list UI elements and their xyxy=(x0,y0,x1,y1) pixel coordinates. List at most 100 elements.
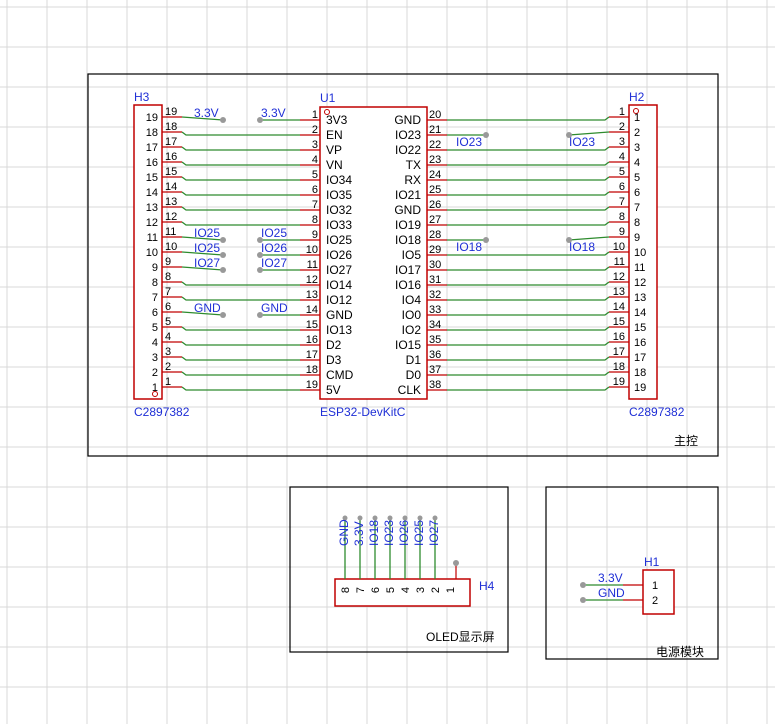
u1-pin-number: 25 xyxy=(429,184,441,196)
net-label: IO23 xyxy=(456,135,482,149)
u1-pin-name: D0 xyxy=(406,368,422,382)
net-label: IO27 xyxy=(427,520,441,546)
u1-pin-name: D2 xyxy=(326,338,342,352)
wire-u1-h2 xyxy=(447,281,610,286)
u1-pin-number: 6 xyxy=(312,184,318,196)
u1-pin-number: 10 xyxy=(306,244,318,256)
wire-h3-u1 xyxy=(181,341,300,346)
net-label: 3.3V xyxy=(194,106,219,120)
wire-u1-h2 xyxy=(447,161,610,166)
u1-body[interactable] xyxy=(319,106,428,400)
u1-pin-number: 26 xyxy=(429,199,441,211)
h1-ref: H1 xyxy=(644,555,660,569)
u1-pin-number: 15 xyxy=(306,319,318,331)
u1-pin-name: RX xyxy=(404,173,421,187)
net-junction-dot xyxy=(580,582,586,588)
wire-h3-u1 xyxy=(181,296,300,301)
u1-pin-number: 2 xyxy=(312,124,318,136)
wire-h3-u1 xyxy=(181,371,300,376)
h3-pin-number-outer: 16 xyxy=(146,157,158,169)
h2-ref: H2 xyxy=(629,90,645,104)
h2-pin-number-outer: 17 xyxy=(634,352,646,364)
power-frame xyxy=(545,486,719,660)
h4-pin-number: 2 xyxy=(430,587,442,593)
net-label: IO26 xyxy=(261,241,287,255)
h3-pin-number-outer: 2 xyxy=(152,367,158,379)
u1-pin-number: 30 xyxy=(429,259,441,271)
h2-pin-number-inner: 1 xyxy=(619,106,625,118)
net-label: 3.3V xyxy=(352,521,366,546)
net-label: GND xyxy=(261,301,288,315)
net-label: IO23 xyxy=(382,520,396,546)
h4-body[interactable] xyxy=(334,578,471,607)
net-junction-dot xyxy=(257,237,263,243)
h4-pin-number: 4 xyxy=(400,587,412,593)
net-junction-dot xyxy=(483,237,489,243)
h2-pin-number-outer: 15 xyxy=(634,322,646,334)
net-label: IO23 xyxy=(569,135,595,149)
u1-pin-name: D1 xyxy=(406,353,422,367)
u1-pin-number: 33 xyxy=(429,304,441,316)
u1-pin-name: D3 xyxy=(326,353,342,367)
h2-pin-number-inner: 6 xyxy=(619,181,625,193)
u1-pin-number: 31 xyxy=(429,274,441,286)
u1-pin-name: IO2 xyxy=(402,323,422,337)
h2-pin-number-inner: 9 xyxy=(619,226,625,238)
u1-pin-name: IO23 xyxy=(395,128,421,142)
net-junction-dot xyxy=(342,515,348,521)
h3-pin-number-outer: 13 xyxy=(146,202,158,214)
h3-pin-number-inner: 5 xyxy=(165,316,171,328)
h2-pin-number-inner: 16 xyxy=(613,331,625,343)
main-frame-label: 主控 xyxy=(674,434,698,448)
h3-pin-number-inner: 6 xyxy=(165,301,171,313)
u1-pin-name: IO4 xyxy=(402,293,422,307)
h3-pin-number-outer: 3 xyxy=(152,352,158,364)
h2-pin-number-inner: 15 xyxy=(613,316,625,328)
h2-pin-number-outer: 7 xyxy=(634,202,640,214)
u1-pin-number: 19 xyxy=(306,379,318,391)
net-junction-dot xyxy=(257,117,263,123)
u1-pin-number: 8 xyxy=(312,214,318,226)
u1-pin-name: GND xyxy=(394,203,421,217)
net-junction-dot xyxy=(580,597,586,603)
h3-pin-number-inner: 8 xyxy=(165,271,171,283)
h3-pin-number-inner: 13 xyxy=(165,196,177,208)
h2-pin1-marker xyxy=(633,108,639,114)
h2-pin-number-inner: 4 xyxy=(619,151,625,163)
wire-h3-u1 xyxy=(181,176,300,181)
net-junction-dot xyxy=(220,237,226,243)
h3-body[interactable] xyxy=(133,104,163,400)
u1-pin-number: 28 xyxy=(429,229,441,241)
u1-pin-number: 35 xyxy=(429,334,441,346)
u1-pin-number: 22 xyxy=(429,139,441,151)
h2-pin-number-outer: 6 xyxy=(634,187,640,199)
h2-pin-number-outer: 11 xyxy=(634,262,645,274)
h3-pin-number-inner: 9 xyxy=(165,256,171,268)
h3-pin-number-inner: 19 xyxy=(165,106,177,118)
h2-pin-number-outer: 14 xyxy=(634,307,646,319)
oled-frame-label: OLED显示屏 xyxy=(426,630,495,644)
wire-u1-h2 xyxy=(447,296,610,301)
h2-pin-number-outer: 12 xyxy=(634,277,646,289)
wire-u1-h2 xyxy=(447,221,610,226)
h2-pin-number-inner: 11 xyxy=(614,256,625,268)
u1-pin-name: IO33 xyxy=(326,218,352,232)
net-label: IO18 xyxy=(367,520,381,546)
h3-pin-number-inner: 12 xyxy=(165,211,177,223)
h1-body[interactable] xyxy=(642,569,675,615)
h2-body[interactable] xyxy=(628,104,658,400)
h3-pin-number-inner: 2 xyxy=(165,361,171,373)
wire-u1-h2 xyxy=(447,326,610,331)
h3-pin-number-outer: 19 xyxy=(146,112,158,124)
h4-pin-number: 1 xyxy=(445,587,457,593)
wire-h3-stub xyxy=(181,266,224,271)
u1-pin-name: IO34 xyxy=(326,173,352,187)
u1-pin-name: IO14 xyxy=(326,278,352,292)
wire-u1-h2 xyxy=(447,206,610,211)
wire-h3-stub xyxy=(181,251,224,256)
wire-u1-h2 xyxy=(447,116,610,121)
u1-pin-name: GND xyxy=(326,308,353,322)
h2-pin-number-outer: 13 xyxy=(634,292,646,304)
net-label: IO18 xyxy=(456,240,482,254)
u1-pin-name: IO35 xyxy=(326,188,352,202)
